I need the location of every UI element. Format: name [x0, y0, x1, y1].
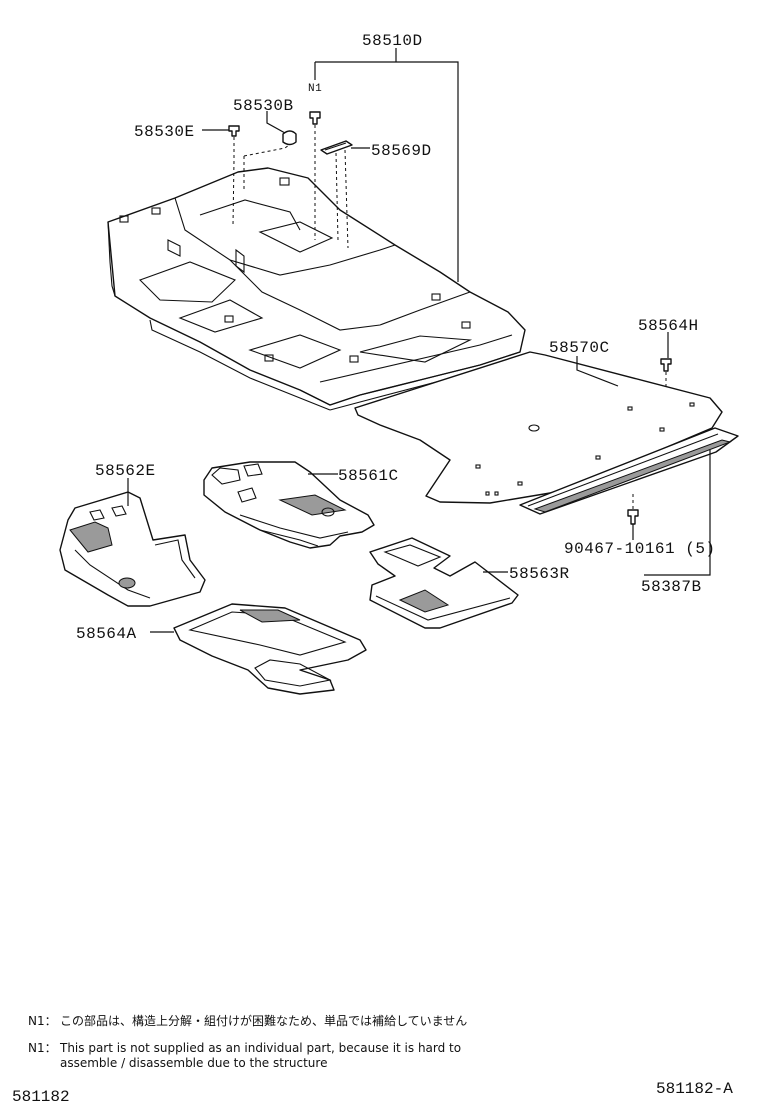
note-text-jp: この部品は、構造上分解・組付けが困難なため、単品では補給していません — [60, 1014, 468, 1028]
bracket-58569D — [320, 140, 353, 155]
note-text-en-2: assemble / disassemble due to the struct… — [60, 1056, 328, 1070]
label-58564H: 58564H — [638, 317, 699, 335]
floor-mat-58561C — [203, 461, 375, 549]
clip-90467 — [627, 509, 639, 525]
label-58561C: 58561C — [338, 467, 399, 485]
note-text-en-1: This part is not supplied as an individu… — [60, 1041, 462, 1055]
clip-58564H — [660, 358, 672, 372]
label-58510D: 58510D — [362, 32, 423, 50]
note-english: N1：This part is not supplied as an indiv… — [28, 1041, 461, 1071]
label-58562E: 58562E — [95, 462, 156, 480]
leader-lines — [127, 48, 711, 633]
rear-mat-58563R — [369, 537, 519, 629]
note-key: N1： — [28, 1014, 57, 1028]
figure-code-right: 581182-A — [656, 1080, 733, 1098]
label-58530B: 58530B — [233, 97, 294, 115]
note-japanese: N1：この部品は、構造上分解・組付けが困難なため、単品では補給していません — [28, 1014, 467, 1029]
label-N1: N1 — [308, 83, 322, 95]
label-58530E: 58530E — [134, 123, 195, 141]
label-58563R: 58563R — [509, 565, 570, 583]
clip-N1 — [309, 111, 321, 125]
note-key: N1： — [28, 1041, 57, 1055]
mat-58564A — [173, 603, 367, 695]
label-58387B: 58387B — [641, 578, 702, 596]
label-90467: 90467-10161 (5) — [564, 540, 716, 558]
label-58564A: 58564A — [76, 625, 137, 643]
floor-carpet-assembly — [107, 167, 526, 411]
floor-mat-58562E — [59, 491, 206, 607]
clip-58530E — [228, 125, 240, 137]
scuff-plate-58387B — [519, 427, 739, 515]
figure-code-left: 581182 — [12, 1088, 70, 1106]
clip-58530B — [282, 130, 297, 146]
part-labels: 58510D N1 58530B 58530E 58569D 58564H 58… — [76, 32, 716, 643]
label-58569D: 58569D — [371, 142, 432, 160]
label-58570C: 58570C — [549, 339, 610, 357]
